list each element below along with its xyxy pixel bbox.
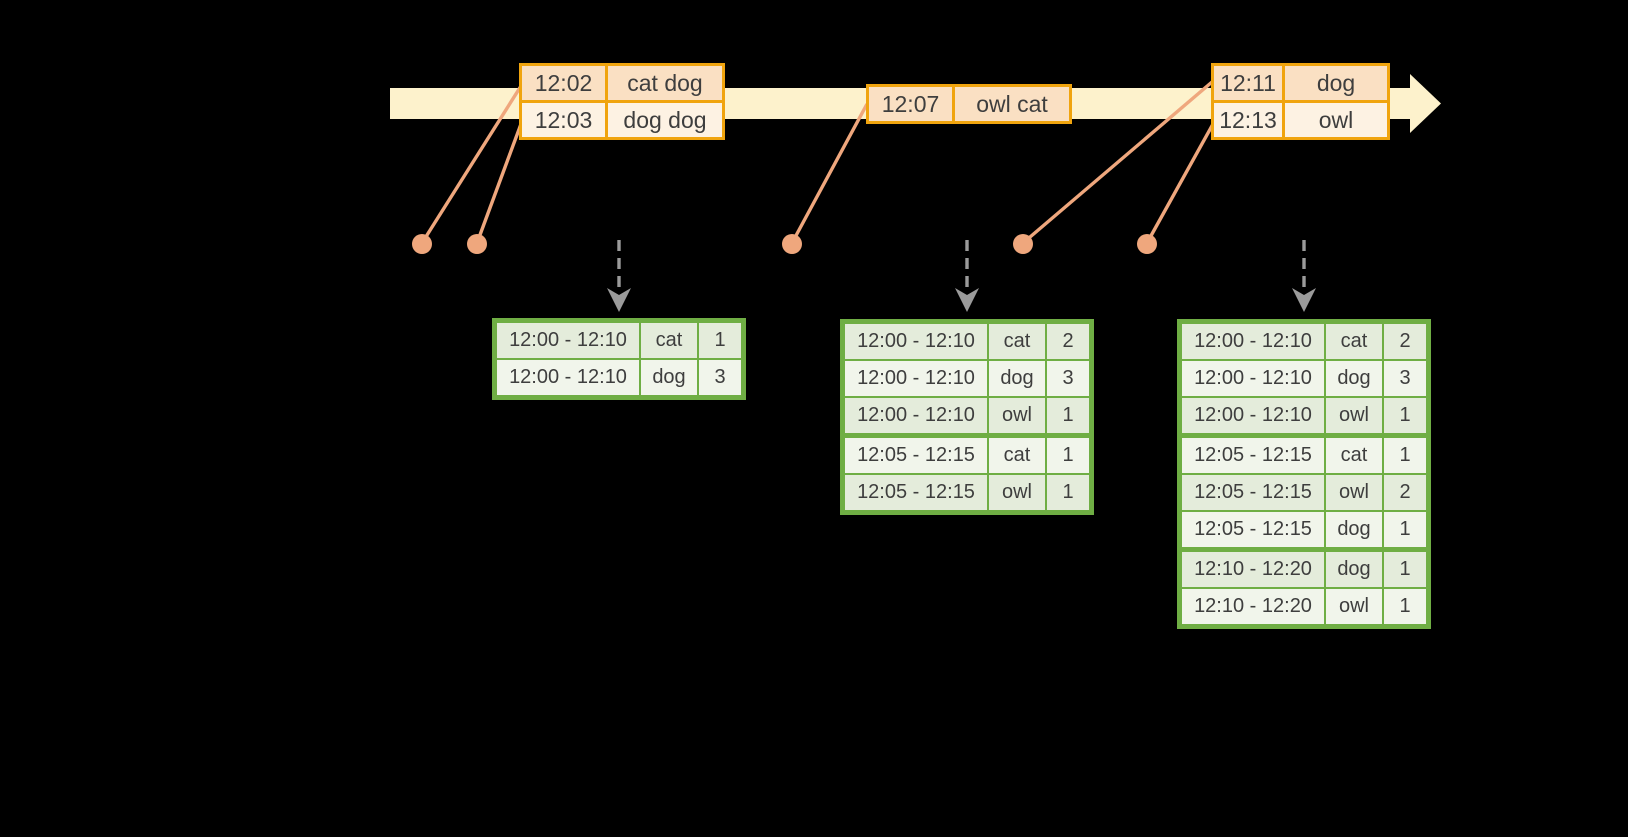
table-cell: 12:05 - 12:15 — [1182, 475, 1324, 510]
table-cell: 1 — [1384, 512, 1426, 547]
table-cell: 2 — [1384, 324, 1426, 359]
table-cell: dog — [641, 360, 697, 395]
table-cell: 12:10 - 12:20 — [1182, 589, 1324, 624]
table-cell: 1 — [1384, 398, 1426, 433]
event-connector-line — [420, 85, 523, 244]
table-cell: owl — [989, 398, 1045, 433]
table-cell: 12:10 - 12:20 — [1182, 552, 1324, 587]
event-dot — [782, 234, 802, 254]
table-cell: cat — [989, 324, 1045, 359]
table-cell: 12:00 - 12:10 — [497, 323, 639, 358]
table-cell: dog — [1285, 66, 1387, 100]
table-cell: 12:02 — [522, 66, 605, 100]
trigger-arrow-down-icon — [607, 288, 631, 312]
table-cell: 12:00 - 12:10 — [845, 398, 987, 433]
event-dot — [467, 234, 487, 254]
event-dot — [1013, 234, 1033, 254]
trigger-arrow-down-icon — [1292, 288, 1316, 312]
table-cell: owl — [1326, 398, 1382, 433]
table-cell: 2 — [1384, 475, 1426, 510]
table-cell: 1 — [1047, 398, 1089, 433]
table-cell: 12:05 - 12:15 — [1182, 512, 1324, 547]
event-dot — [412, 234, 432, 254]
timeline-arrowhead-icon — [1410, 74, 1441, 133]
trigger-arrow-down-icon — [955, 288, 979, 312]
table-cell: 12:05 - 12:15 — [845, 438, 987, 473]
event-connector-line — [1145, 123, 1215, 244]
table-cell: owl — [989, 475, 1045, 510]
table-cell: dog — [1326, 552, 1382, 587]
table-cell: 1 — [1047, 438, 1089, 473]
table-cell: 12:00 - 12:10 — [497, 360, 639, 395]
table-cell: 3 — [699, 360, 741, 395]
table-cell: 1 — [1047, 475, 1089, 510]
table-cell: 3 — [1384, 361, 1426, 396]
table-cell: 12:13 — [1214, 103, 1282, 137]
table-cell: 12:00 - 12:10 — [845, 324, 987, 359]
table-cell: cat — [641, 323, 697, 358]
table-cell: 12:00 - 12:10 — [845, 361, 987, 396]
table-cell: owl — [1326, 589, 1382, 624]
event-connector-line — [475, 123, 523, 244]
event-connector-line — [790, 103, 869, 244]
table-cell: dog — [1326, 512, 1382, 547]
table-cell: 1 — [1384, 589, 1426, 624]
table-cell: 1 — [1384, 438, 1426, 473]
event-dot — [1137, 234, 1157, 254]
table-cell: 2 — [1047, 324, 1089, 359]
table-cell: dog — [1326, 361, 1382, 396]
table-cell: 12:05 - 12:15 — [845, 475, 987, 510]
table-cell: cat — [1326, 324, 1382, 359]
table-cell: 12:00 - 12:10 — [1182, 324, 1324, 359]
table-cell: 12:03 — [522, 103, 605, 137]
table-cell: 12:11 — [1214, 66, 1282, 100]
table-cell: owl — [1326, 475, 1382, 510]
table-cell: 12:07 — [869, 87, 952, 121]
event-connector-line — [1021, 80, 1214, 245]
table-cell: 12:00 - 12:10 — [1182, 361, 1324, 396]
table-cell: cat — [989, 438, 1045, 473]
table-cell: dog dog — [608, 103, 722, 137]
table-cell: owl cat — [955, 87, 1069, 121]
table-cell: cat dog — [608, 66, 722, 100]
table-cell: 12:00 - 12:10 — [1182, 398, 1324, 433]
table-cell: 12:05 - 12:15 — [1182, 438, 1324, 473]
table-cell: 1 — [699, 323, 741, 358]
table-cell: 3 — [1047, 361, 1089, 396]
table-cell: owl — [1285, 103, 1387, 137]
table-cell: 1 — [1384, 552, 1426, 587]
table-cell: dog — [989, 361, 1045, 396]
table-cell: cat — [1326, 438, 1382, 473]
